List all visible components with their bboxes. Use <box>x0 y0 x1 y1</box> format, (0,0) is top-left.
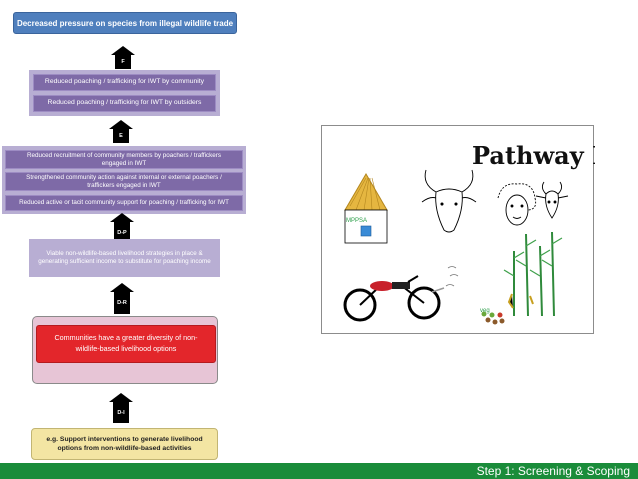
woman-icon <box>497 183 537 226</box>
crops-icon: veg <box>480 231 563 325</box>
veg-label: veg <box>480 308 490 314</box>
goal-box: Decreased pressure on species from illeg… <box>13 12 237 34</box>
intervention-box: e.g. Support interventions to generate l… <box>31 428 218 460</box>
hut-icon: MPPSA <box>344 173 388 244</box>
arrow-dp: D-P <box>110 213 134 244</box>
pathway-title: Pathway D <box>472 141 595 170</box>
motorbike-icon <box>343 266 459 322</box>
goal-text: Decreased pressure on species from illeg… <box>16 18 234 28</box>
arrow-di: D-I <box>109 393 133 423</box>
goat-icon <box>535 181 569 219</box>
arrow-dr-label: D-R <box>114 292 130 314</box>
arrow-e: E <box>109 120 133 143</box>
outcome-f-item-2: Reduced poaching / trafficking for IWT b… <box>33 95 216 112</box>
illustration-panel: Pathway D MPPSA <box>321 125 613 334</box>
outcome-e-item-2: Strengthened community action against in… <box>5 172 243 191</box>
outcome-dr-box: Communities have a greater diversity of … <box>36 325 216 363</box>
pathway-sketch: Pathway D MPPSA <box>343 141 613 325</box>
outcome-f-item-1: Reduced poaching / trafficking for IWT b… <box>33 74 216 91</box>
arrow-dr: D-R <box>110 283 134 314</box>
outcome-e-item-3: Reduced active or tacit community suppor… <box>5 195 243 211</box>
outcome-dp-box: Viable non-wildlife-based livelihood str… <box>29 239 220 277</box>
arrow-dp-label: D-P <box>114 222 130 244</box>
arrow-di-label: D-I <box>113 402 129 423</box>
arrow-f: F <box>111 46 135 69</box>
arrow-f-label: F <box>115 55 131 69</box>
outcome-e-item-1: Reduced recruitment of community members… <box>5 150 243 169</box>
hut-sign: MPPSA <box>346 218 367 224</box>
arrow-e-label: E <box>113 129 129 143</box>
footer-bar: Step 1: Screening & Scoping <box>0 463 638 479</box>
cow-icon <box>421 169 477 233</box>
footer-label: Step 1: Screening & Scoping <box>476 464 630 478</box>
